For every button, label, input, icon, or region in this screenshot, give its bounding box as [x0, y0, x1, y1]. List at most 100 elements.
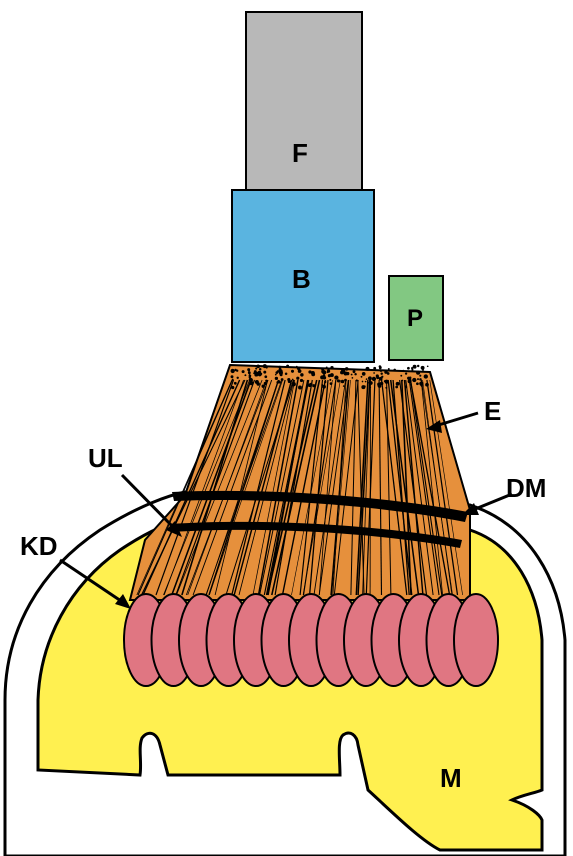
dot: [380, 382, 384, 386]
dot: [300, 373, 303, 376]
dot: [292, 382, 296, 386]
dot: [416, 371, 420, 375]
dot: [354, 373, 356, 375]
dot: [255, 368, 257, 370]
dot: [285, 373, 288, 376]
dot: [417, 365, 419, 367]
dot: [407, 377, 410, 380]
dot: [411, 369, 413, 371]
dot: [327, 371, 329, 373]
dot: [265, 380, 267, 382]
kd-row: [124, 594, 498, 686]
dot: [264, 382, 267, 385]
bundle-e: [130, 364, 470, 600]
dot: [356, 379, 358, 381]
label-dm: DM: [506, 473, 546, 503]
dot: [329, 379, 331, 381]
dot: [417, 378, 419, 380]
dot: [388, 368, 390, 370]
dot: [279, 371, 283, 375]
dot: [311, 372, 315, 376]
dot: [405, 372, 407, 374]
dot: [380, 369, 383, 372]
dot: [380, 372, 382, 374]
dot: [365, 381, 367, 383]
dot: [326, 367, 328, 369]
dot: [291, 370, 294, 373]
dot: [330, 382, 333, 385]
dot: [277, 380, 280, 383]
dot: [298, 386, 302, 390]
dot: [408, 379, 412, 383]
dot: [395, 386, 398, 389]
dot: [259, 368, 262, 371]
dot: [310, 383, 313, 386]
dot: [381, 376, 383, 378]
dot: [264, 375, 267, 378]
dot: [373, 372, 375, 374]
dot: [364, 385, 366, 387]
dot: [322, 370, 326, 374]
dot: [352, 377, 354, 379]
dot: [368, 376, 372, 380]
dot: [231, 369, 235, 373]
dot: [372, 377, 376, 381]
label-e: E: [484, 396, 501, 426]
dot: [341, 380, 345, 384]
label-kd: KD: [20, 531, 58, 561]
dot: [249, 376, 251, 378]
dot: [362, 381, 364, 383]
dot: [312, 384, 315, 387]
dot: [249, 381, 253, 385]
dot: [330, 366, 333, 369]
dot: [275, 374, 277, 376]
dot: [422, 369, 424, 371]
dot: [236, 370, 238, 372]
dot: [376, 376, 379, 379]
kd-ellipse: [454, 594, 498, 686]
dot: [254, 371, 257, 374]
dot: [385, 380, 389, 384]
dot: [281, 379, 283, 381]
dot: [287, 378, 290, 381]
dot: [384, 370, 387, 373]
dot: [234, 383, 236, 385]
dot: [396, 382, 400, 386]
dot: [345, 367, 349, 371]
dot: [263, 371, 266, 374]
dot: [231, 375, 234, 378]
dot: [416, 382, 419, 385]
dot: [258, 371, 261, 374]
label-p: P: [407, 305, 423, 332]
dot: [379, 367, 382, 370]
dot: [344, 379, 347, 382]
dot: [425, 383, 429, 387]
dot: [292, 379, 294, 381]
dot: [300, 379, 303, 382]
dot: [369, 381, 373, 385]
dot: [237, 377, 239, 379]
dot: [266, 367, 268, 369]
dot: [322, 385, 326, 389]
dot: [404, 386, 407, 389]
dot: [366, 367, 370, 371]
label-b: B: [292, 264, 311, 294]
dot: [369, 387, 371, 389]
dot: [353, 370, 356, 373]
dot: [351, 374, 353, 376]
dot: [262, 385, 265, 388]
dot: [330, 373, 334, 377]
dot: [424, 374, 428, 378]
dot: [296, 377, 299, 380]
dot: [323, 376, 327, 380]
dot: [366, 378, 368, 380]
dot: [402, 370, 404, 372]
dot: [419, 375, 421, 377]
dot: [419, 378, 422, 381]
dot: [341, 368, 345, 372]
dot: [334, 375, 338, 379]
dot: [256, 382, 259, 385]
dot: [297, 367, 301, 371]
dot: [231, 386, 234, 389]
